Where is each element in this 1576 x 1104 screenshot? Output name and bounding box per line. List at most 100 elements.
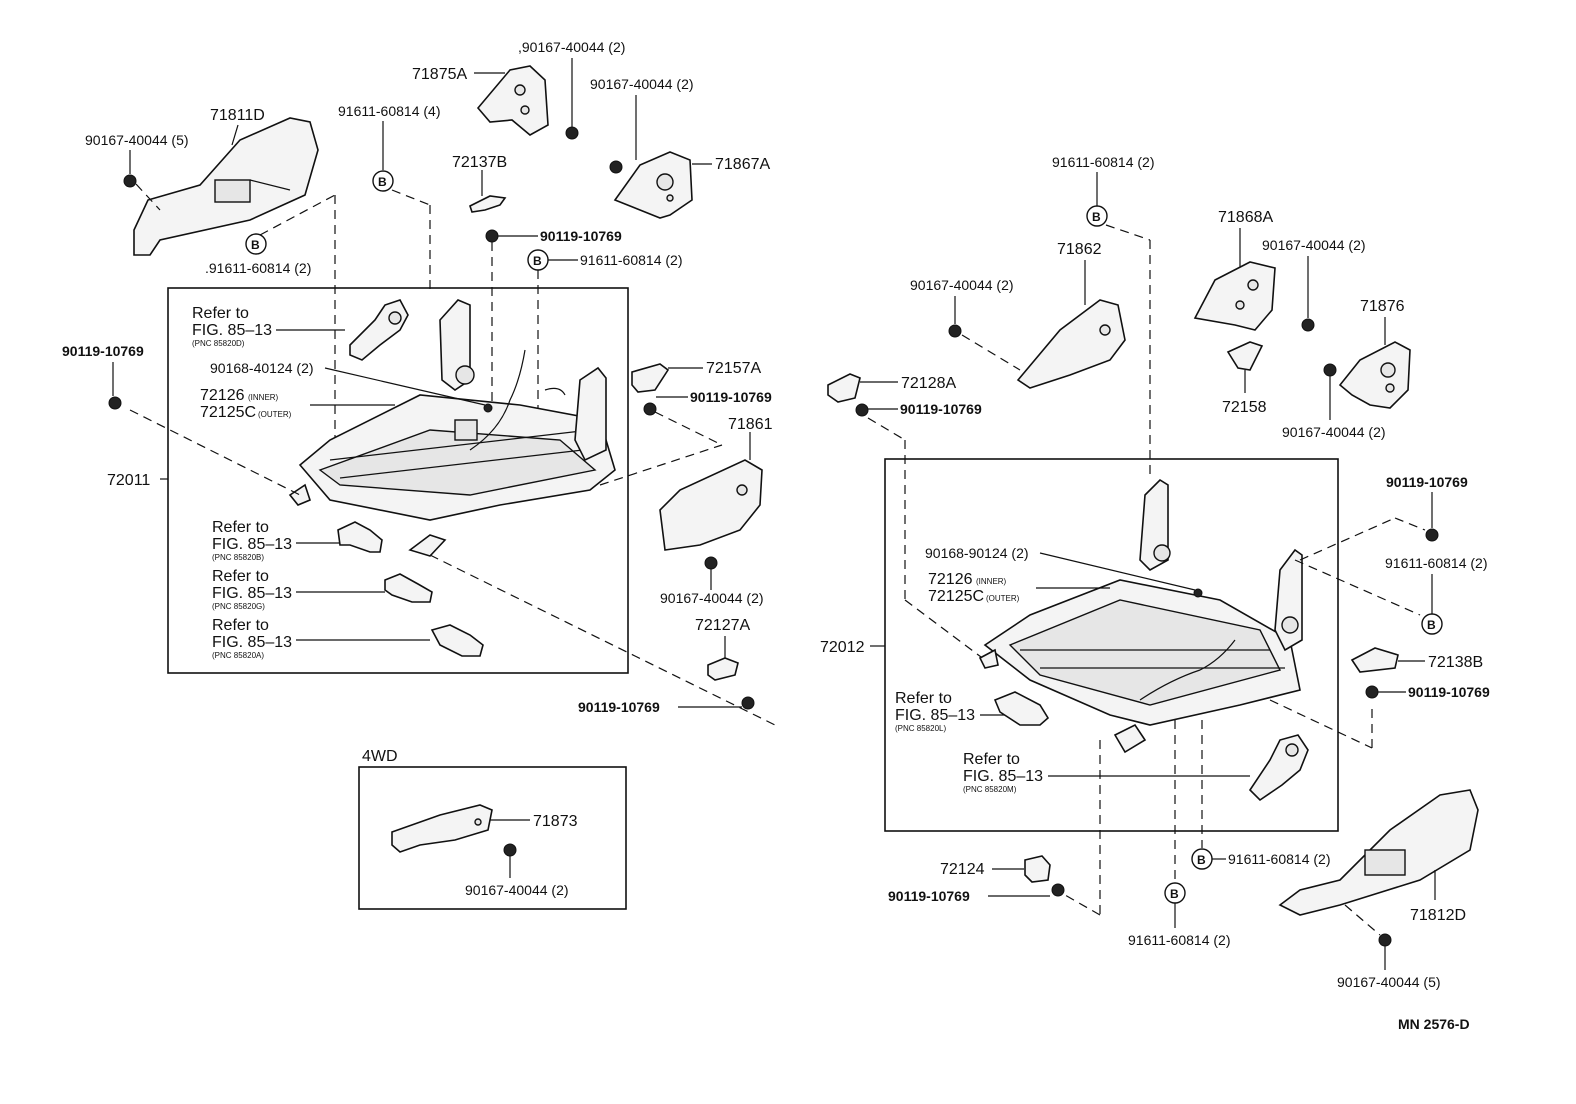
bolt-icon bbox=[1051, 883, 1065, 897]
part-71868A-bracket[interactable] bbox=[1193, 261, 1276, 331]
svg-text:Refer to: Refer to bbox=[212, 568, 269, 585]
assembly-box-72012 bbox=[884, 458, 1339, 832]
svg-text:FIG. 85–13: FIG. 85–13 bbox=[212, 536, 292, 553]
bolt-icon bbox=[855, 403, 869, 417]
svg-text:(OUTER): (OUTER) bbox=[258, 410, 292, 419]
label-91611-2-top: 91611-60814 (2) bbox=[1052, 154, 1154, 170]
box-4wd bbox=[358, 766, 627, 910]
part-71873-bracket[interactable] bbox=[391, 804, 493, 853]
part-72127A-cover[interactable] bbox=[707, 657, 739, 681]
label-71862: 71862 bbox=[1057, 241, 1102, 258]
label-72138B: 72138B bbox=[1428, 654, 1483, 671]
bolt-icon bbox=[485, 229, 499, 243]
marker-b-7: B bbox=[1164, 882, 1186, 904]
label-90167-5-right: 90167-40044 (5) bbox=[1337, 974, 1441, 990]
label-4wd: 4WD bbox=[362, 748, 398, 765]
part-72138B-cover[interactable] bbox=[1350, 647, 1399, 673]
label-71876: 71876 bbox=[1360, 298, 1405, 315]
bolt-icon bbox=[1323, 363, 1337, 377]
svg-text:(PNC 85820A): (PNC 85820A) bbox=[212, 651, 264, 660]
label-90119-r4: 90119-10769 bbox=[888, 888, 970, 904]
svg-text:FIG. 85–13: FIG. 85–13 bbox=[212, 634, 292, 651]
bolt-icon bbox=[123, 174, 137, 188]
label-90119-r3: 90119-10769 bbox=[1408, 684, 1490, 700]
part-72124-cover[interactable] bbox=[1024, 855, 1051, 883]
part-71861-cover[interactable] bbox=[659, 459, 763, 551]
bolt-icon bbox=[704, 556, 718, 570]
marker-b-6: B bbox=[1191, 848, 1213, 870]
svg-text:72126: 72126 bbox=[928, 571, 973, 588]
label-90167-5-left: 90167-40044 (5) bbox=[85, 132, 189, 148]
svg-text:(INNER): (INNER) bbox=[248, 393, 279, 402]
svg-text:Refer to: Refer to bbox=[963, 751, 1020, 768]
svg-text:(INNER): (INNER) bbox=[976, 577, 1007, 586]
part-71876-bracket[interactable] bbox=[1338, 341, 1411, 409]
marker-b-1: B bbox=[245, 233, 267, 255]
svg-text:Refer to: Refer to bbox=[192, 305, 249, 322]
label-71868A: 71868A bbox=[1218, 209, 1273, 226]
svg-text:FIG. 85–13: FIG. 85–13 bbox=[963, 768, 1043, 785]
part-71811D-cover[interactable] bbox=[133, 117, 319, 256]
svg-text:Refer to: Refer to bbox=[212, 617, 269, 634]
label-90168-40124: 90168-40124 (2) bbox=[210, 360, 314, 376]
svg-text:FIG. 85–13: FIG. 85–13 bbox=[212, 585, 292, 602]
label-72157A: 72157A bbox=[706, 360, 761, 377]
svg-text:FIG. 85–13: FIG. 85–13 bbox=[895, 707, 975, 724]
bolt-icon bbox=[108, 396, 122, 410]
label-71873: 71873 bbox=[533, 813, 578, 830]
reference-85820B: Refer to FIG. 85–13 (PNC 85820B) bbox=[212, 519, 292, 562]
label-90119-bottom-left: 90119-10769 bbox=[578, 699, 660, 715]
svg-text:72125C: 72125C bbox=[928, 588, 984, 605]
svg-text:(OUTER): (OUTER) bbox=[986, 594, 1020, 603]
part-71812D-cover[interactable] bbox=[1278, 789, 1479, 916]
svg-text:72125C: 72125C bbox=[200, 404, 256, 421]
label-90167-2-d: 90167-40044 (2) bbox=[910, 277, 1014, 293]
bolt-icon bbox=[1301, 318, 1315, 332]
label-90119-left: 90119-10769 bbox=[62, 343, 144, 359]
label-72137B: 72137B bbox=[452, 154, 507, 171]
motor-85820G[interactable] bbox=[384, 573, 433, 603]
part-71862-cover[interactable] bbox=[1016, 299, 1126, 389]
label-90119-r2: 90119-10769 bbox=[1386, 474, 1468, 490]
label-71861: 71861 bbox=[728, 416, 773, 433]
label-90167-2-4wd: 90167-40044 (2) bbox=[465, 882, 569, 898]
part-71867A-bracket[interactable] bbox=[613, 151, 693, 219]
label-72128A: 72128A bbox=[901, 375, 956, 392]
part-72137B-clip[interactable] bbox=[469, 195, 507, 213]
label-72158: 72158 bbox=[1222, 399, 1267, 416]
label-90167-2-a: ,90167-40044 (2) bbox=[518, 39, 625, 55]
label-72127A: 72127A bbox=[695, 617, 750, 634]
label-71867A: 71867A bbox=[715, 156, 770, 173]
svg-text:B: B bbox=[1092, 210, 1101, 224]
svg-text:FIG. 85–13: FIG. 85–13 bbox=[192, 322, 272, 339]
label-72012: 72012 bbox=[820, 639, 865, 656]
motor-85820B[interactable] bbox=[337, 521, 383, 553]
label-91611-2-b1: 91611-60814 (2) bbox=[1228, 851, 1330, 867]
part-71875A-bracket[interactable] bbox=[476, 65, 549, 136]
motor-85820D[interactable] bbox=[349, 299, 409, 361]
bolt-icon bbox=[1425, 528, 1439, 542]
motor-85820M[interactable] bbox=[1248, 734, 1309, 802]
bolt-icon bbox=[483, 403, 493, 413]
svg-text:B: B bbox=[533, 254, 542, 268]
label-91611-4: 91611-60814 (4) bbox=[338, 103, 440, 119]
label-71875A: 71875A bbox=[412, 66, 467, 83]
motor-85820L[interactable] bbox=[993, 691, 1050, 726]
part-72157A-cover[interactable] bbox=[631, 363, 670, 393]
seat-track-assembly-72012[interactable] bbox=[978, 478, 1303, 754]
drawing-number: MN 2576-D bbox=[1398, 1016, 1470, 1032]
reference-85820L: Refer to FIG. 85–13 (PNC 85820L) bbox=[895, 690, 975, 733]
label-90167-2-f: 90167-40044 (2) bbox=[1282, 424, 1386, 440]
svg-text:72126: 72126 bbox=[200, 387, 245, 404]
svg-text:B: B bbox=[251, 238, 260, 252]
label-90167-2-e: 90167-40044 (2) bbox=[1262, 237, 1366, 253]
motor-85820A[interactable] bbox=[430, 624, 484, 657]
bolt-icon bbox=[609, 160, 623, 174]
part-72128A-cover[interactable] bbox=[827, 373, 861, 403]
label-90167-2-c: 90167-40044 (2) bbox=[660, 590, 764, 606]
marker-b-2: B bbox=[372, 170, 394, 192]
marker-b-3: B bbox=[527, 249, 549, 271]
seat-track-assembly-72011[interactable] bbox=[288, 299, 616, 557]
label-91611-2-mid: 91611-60814 (2) bbox=[580, 252, 682, 268]
part-72158-clip[interactable] bbox=[1226, 341, 1264, 371]
